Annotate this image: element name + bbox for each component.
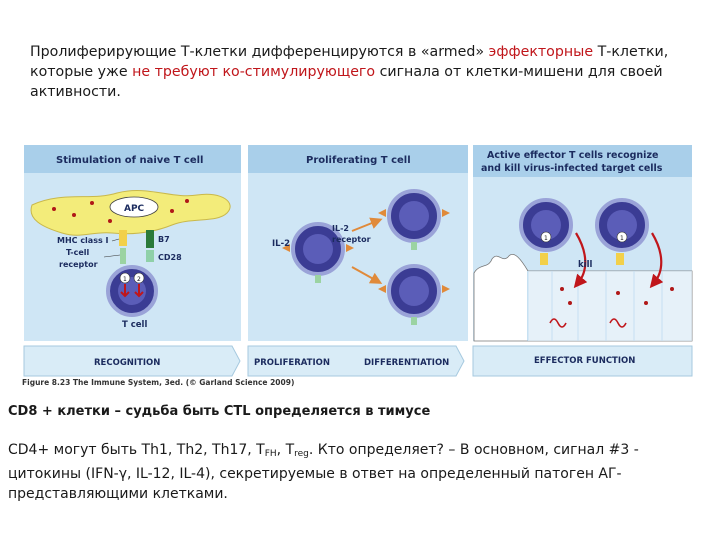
panel3-title-line1: Active effector T cells recognize <box>487 150 658 161</box>
effector-cell-right: 1 <box>595 198 649 265</box>
tcr-label-line2: receptor <box>59 260 98 269</box>
recognition-label: RECOGNITION <box>94 358 160 368</box>
apc-nucleus <box>109 196 159 218</box>
intro-text-2: Т-клетки, которые уже <box>30 44 669 80</box>
panel-proliferating: Proliferating T cell <box>248 145 468 341</box>
cd4-text-c: . Кто определяет? – В основном, сигнал #… <box>8 442 639 502</box>
kill-label: kill <box>578 260 592 270</box>
effector-signal-1-left: 1 <box>544 235 548 242</box>
b7-molecule <box>146 230 154 248</box>
proliferating-cell-top <box>378 189 450 250</box>
intro-highlight-costim: не требуют ко-стимулирующего <box>132 64 376 80</box>
tcell-label: T cell <box>122 320 147 330</box>
apc-cell: APC <box>30 190 231 236</box>
arrow-recognition: RECOGNITION <box>23 345 241 377</box>
target-tissue <box>473 254 693 342</box>
proliferating-cell-bottom <box>378 264 450 325</box>
il2-receptor-label-line2: receptor <box>332 235 371 244</box>
panel3-title-line2: and kill virus-infected target cells <box>481 163 663 174</box>
cd28-molecule <box>146 250 154 262</box>
proliferation-label: PROLIFERATION <box>254 358 330 368</box>
il2-label: IL-2 <box>272 239 290 249</box>
intro-text-3: сигнала от клетки-мишени для своей актив… <box>30 64 663 100</box>
panel2-title: Proliferating T cell <box>306 155 411 166</box>
cd4-text-b: , T <box>276 442 295 458</box>
tcr-molecule <box>120 248 126 264</box>
panel1-title: Stimulation of naive T cell <box>56 155 203 166</box>
cd8-statement: CD8 + клетки – судьба быть CTL определяе… <box>8 404 431 419</box>
intro-paragraph: Пролиферирующие Т-клетки дифференцируютс… <box>30 42 700 102</box>
effector-cell-left: 1 <box>519 198 573 265</box>
intro-text-1: Пролиферирующие Т-клетки дифференцируютс… <box>30 44 489 60</box>
cd4-paragraph: CD4+ могут быть Th1, Th2, Th17, TFH, Tre… <box>8 440 712 504</box>
tcr-label-line1: T-cell <box>66 248 90 257</box>
figure-caption: Figure 8.23 The Immune System, 3ed. (© G… <box>22 378 295 387</box>
differentiation-label: DIFFERENTIATION <box>364 358 449 368</box>
cd28-label: CD28 <box>158 253 182 262</box>
cd4-sub-fh: FH <box>264 449 277 459</box>
signal-2-label: 2 <box>137 276 141 283</box>
naive-t-cell: 1 2 T cell <box>106 230 158 330</box>
arrow-proliferation: PROLIFERATION DIFFERENTIATION <box>247 345 465 377</box>
effector-signal-1-right: 1 <box>620 235 624 242</box>
t-cell-activation-figure: Stimulation of naive T cell Proliferatin… <box>23 145 693 377</box>
b7-label: B7 <box>158 235 170 244</box>
mhc-label: MHC class I <box>57 236 109 245</box>
cd4-sub-reg: reg <box>294 449 309 459</box>
mhc-molecule <box>119 230 127 246</box>
apc-label: APC <box>124 204 145 214</box>
intro-highlight-effector: эффекторные <box>488 44 594 60</box>
arrow-effector: EFFECTOR FUNCTION <box>472 345 693 377</box>
cd4-text-a: CD4+ могут быть Th1, Th2, Th17, T <box>8 442 265 458</box>
signal-1-label: 1 <box>123 276 127 283</box>
il2-receptor-label-line1: IL-2 <box>332 224 349 233</box>
proliferating-cell-middle <box>282 222 354 283</box>
effector-label: EFFECTOR FUNCTION <box>534 356 635 366</box>
